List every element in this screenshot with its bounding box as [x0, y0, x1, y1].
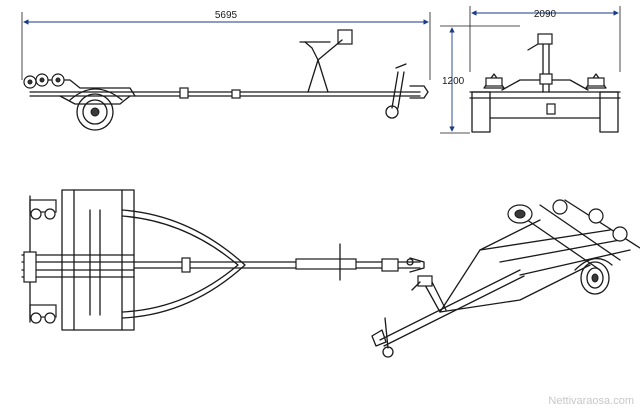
length-dimension: 5695: [21, 10, 431, 80]
side-view: 5695: [21, 10, 431, 131]
length-label: 5695: [215, 10, 238, 21]
isometric-view: [371, 199, 640, 358]
height-dimension: 1200: [440, 25, 520, 134]
watermark: Nettivaraosa.com: [548, 395, 634, 407]
top-view: [21, 189, 425, 331]
front-view: 2090 1200: [440, 6, 621, 134]
height-label: 1200: [442, 76, 465, 87]
width-label: 2090: [534, 9, 557, 20]
width-dimension: 2090: [469, 6, 621, 72]
